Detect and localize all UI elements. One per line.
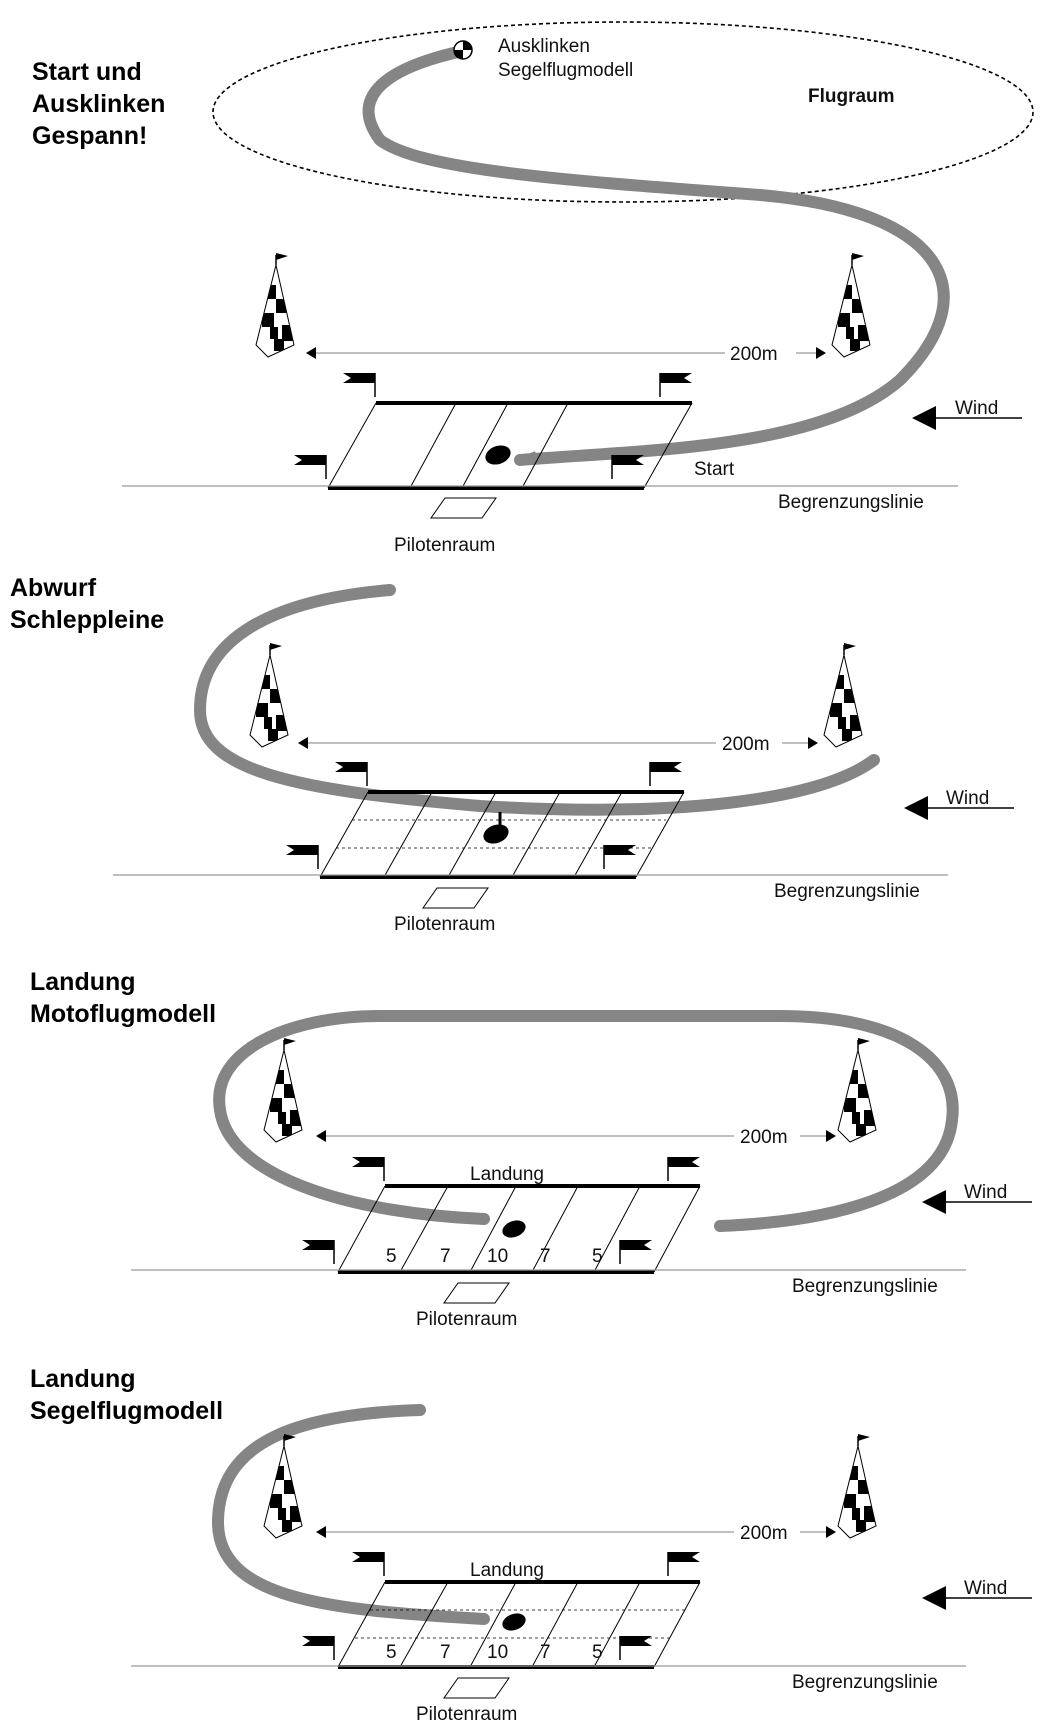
score-label: 5 xyxy=(592,1642,603,1663)
distance-label: 200m xyxy=(730,344,778,365)
flag-icon xyxy=(342,372,376,398)
panel-landing-glider: Landung Segelflugmodell 200m Landung 5 7… xyxy=(30,1365,1032,1725)
airspace-ellipse xyxy=(212,21,1034,203)
model-dot-icon xyxy=(483,824,509,844)
score-label: 7 xyxy=(440,1246,451,1267)
pilot-area xyxy=(422,887,489,909)
distance-label: 200m xyxy=(740,1127,788,1148)
flag-icon xyxy=(285,844,319,870)
score-label: 7 xyxy=(540,1246,551,1267)
flag-icon xyxy=(351,1156,385,1182)
flight-path-2 xyxy=(193,584,880,816)
wind-label: Wind xyxy=(964,1578,1007,1599)
flag-icon xyxy=(659,372,693,398)
model-dot-icon xyxy=(485,445,511,465)
score-label: 5 xyxy=(592,1246,603,1267)
boundary-label: Begrenzungslinie xyxy=(778,492,924,513)
wind-arrow-icon xyxy=(912,406,936,430)
panel-1-title-line-2: Ausklinken xyxy=(32,90,165,118)
pylon-left-icon xyxy=(264,1038,302,1142)
flag-icon xyxy=(293,454,327,480)
boundary-label: Begrenzungslinie xyxy=(792,1672,938,1693)
score-label: 10 xyxy=(487,1246,508,1267)
pilot-label: Pilotenraum xyxy=(416,1309,517,1330)
score-label: 5 xyxy=(386,1246,397,1267)
flag-icon xyxy=(351,1551,385,1577)
model-dot-icon xyxy=(502,1220,526,1238)
pylon-right-icon xyxy=(838,1434,876,1538)
landing-label: Landung xyxy=(470,1560,544,1581)
release-label-line-2: Segelflugmodell xyxy=(498,60,633,81)
model-dot-icon xyxy=(502,1613,526,1631)
score-label: 5 xyxy=(386,1642,397,1663)
flight-path-1 xyxy=(362,46,950,466)
flag-icon xyxy=(619,1239,653,1265)
panel-3-title-line-1: Landung xyxy=(30,968,136,996)
panel-4-title-line-1: Landung xyxy=(30,1365,136,1393)
panel-1-title-line-3: Gespann! xyxy=(32,122,147,150)
wind-arrow-icon xyxy=(904,796,928,820)
pylon-right-icon xyxy=(838,1038,876,1142)
airspace-label: Flugraum xyxy=(808,86,895,107)
flight-path-3 xyxy=(213,1010,959,1232)
panel-landing-motor: Landung Motoflugmodell 200m Landung 5 7 … xyxy=(30,968,1032,1330)
panel-3-title-line-2: Motoflugmodell xyxy=(30,1000,216,1028)
wind-label: Wind xyxy=(946,788,989,809)
start-label: Start xyxy=(694,459,735,480)
landing-label: Landung xyxy=(470,1164,544,1185)
pilot-label: Pilotenraum xyxy=(394,914,495,935)
pylon-left-icon xyxy=(264,1434,302,1538)
boundary-label: Begrenzungslinie xyxy=(792,1276,938,1297)
flag-icon xyxy=(301,1239,335,1265)
pilot-label: Pilotenraum xyxy=(394,535,495,556)
panel-start: Start und Ausklinken Gespann! Ausklinken… xyxy=(32,21,1034,556)
flag-icon xyxy=(667,1156,701,1182)
wind-label: Wind xyxy=(955,398,998,419)
pylon-right-icon xyxy=(824,643,862,747)
release-label-line-1: Ausklinken xyxy=(498,36,590,57)
flag-icon xyxy=(611,454,645,480)
pylon-left-icon xyxy=(256,253,294,357)
flag-icon xyxy=(603,844,637,870)
panel-4-title-line-2: Segelflugmodell xyxy=(30,1397,223,1425)
flight-path-1-tail xyxy=(518,451,538,463)
score-label: 10 xyxy=(487,1642,508,1663)
flag-icon xyxy=(619,1635,653,1661)
flag-icon xyxy=(649,761,683,787)
pilot-label: Pilotenraum xyxy=(416,1704,517,1725)
panel-towline: Abwurf Schleppleine 200m Begrenzungslini… xyxy=(10,574,1014,935)
boundary-label: Begrenzungslinie xyxy=(774,881,920,902)
flag-icon xyxy=(334,761,368,787)
panel-2-title-line-1: Abwurf xyxy=(10,574,97,602)
wind-label: Wind xyxy=(964,1182,1007,1203)
distance-label: 200m xyxy=(722,734,770,755)
panel-1-title-line-1: Start und xyxy=(32,58,142,86)
wind-arrow-icon xyxy=(922,1190,946,1214)
pilot-area xyxy=(443,1282,510,1304)
panel-2-title-line-2: Schleppleine xyxy=(10,606,164,634)
flag-icon xyxy=(667,1551,701,1577)
pylon-right-icon xyxy=(832,253,870,357)
score-label: 7 xyxy=(440,1642,451,1663)
score-label: 7 xyxy=(540,1642,551,1663)
pilot-area xyxy=(430,497,497,519)
flight-path-4 xyxy=(211,1404,490,1625)
wind-arrow-icon xyxy=(922,1586,946,1610)
pylon-left-icon xyxy=(250,643,288,747)
pilot-area xyxy=(443,1677,510,1699)
distance-label: 200m xyxy=(740,1523,788,1544)
flag-icon xyxy=(301,1635,335,1661)
